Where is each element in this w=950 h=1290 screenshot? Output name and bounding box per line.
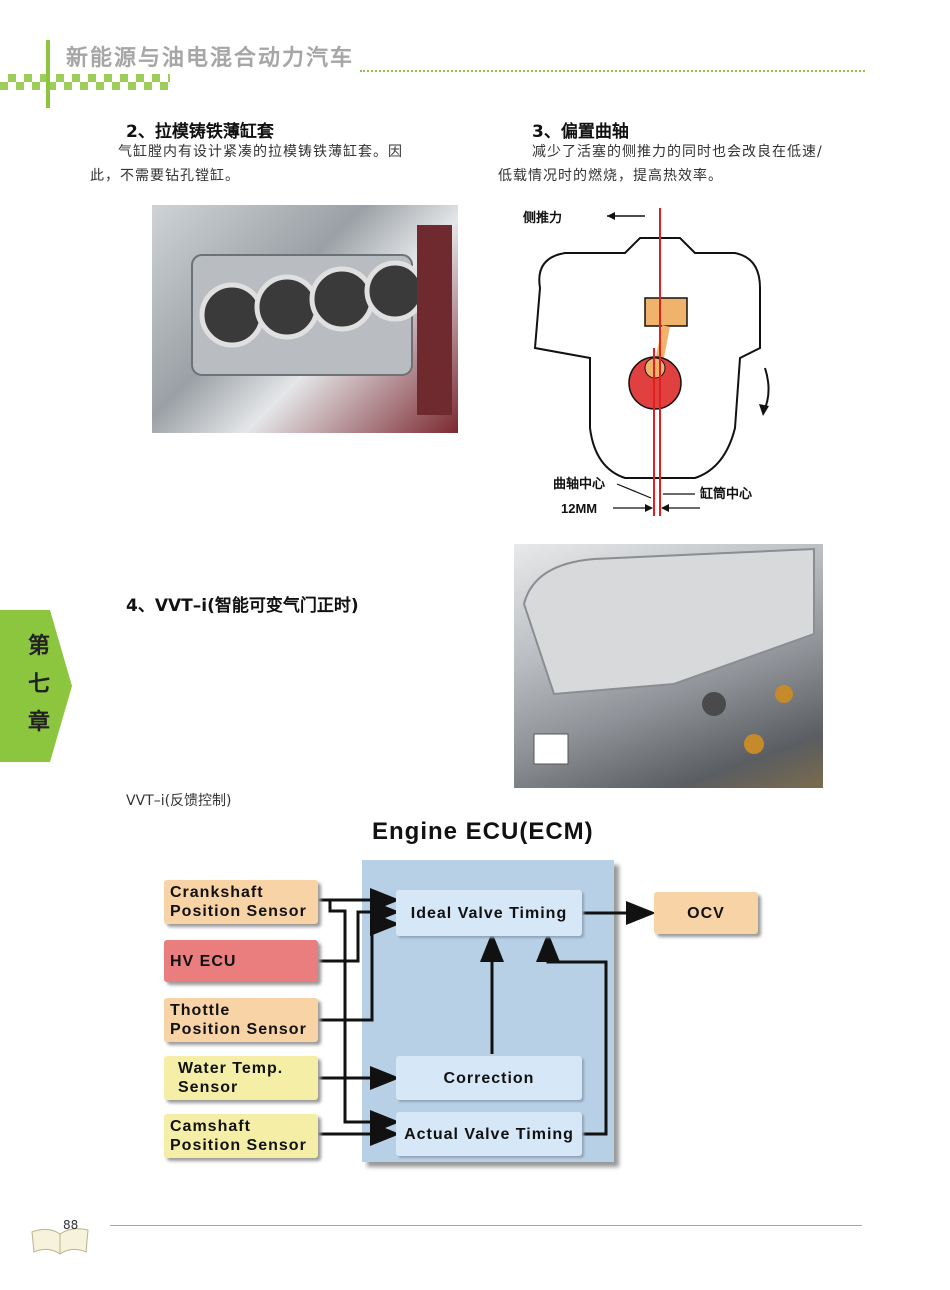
water-temp-sensor-box: Water Temp. Sensor (164, 1056, 318, 1100)
hv-ecu-label: HV ECU (170, 952, 237, 970)
footer-rule (110, 1225, 862, 1226)
section-3-text-line2: 低载情况时的燃烧，提高热效率。 (498, 168, 723, 184)
ocv-label: OCV (687, 904, 725, 922)
book-icon (31, 1228, 89, 1255)
crankshaft-sensor-box: Crankshaft Position Sensor (164, 880, 318, 924)
cylinder-block-photo (152, 205, 458, 433)
header-checker-pattern (0, 74, 170, 90)
ideal-valve-timing-label: Ideal Valve Timing (410, 904, 568, 922)
actual-valve-timing-box: Actual Valve Timing (396, 1112, 582, 1156)
correction-box: Correction (396, 1056, 582, 1100)
camshaft-line2: Position Sensor (170, 1137, 307, 1154)
section-2-text-line1: 气缸膛内有设计紧凑的拉模铸铁薄缸套。因 (118, 144, 403, 160)
offset-label: 12MM (561, 501, 597, 516)
chapter-char-2: 七 (27, 672, 50, 697)
cylinder-bores-illustration (191, 225, 452, 415)
side-thrust-label: 侧推力 (523, 210, 562, 225)
camshaft-line1: Camshaft (170, 1118, 251, 1135)
engine-photo (514, 544, 823, 788)
crankshaft-line1: Crankshaft (170, 884, 264, 901)
actual-valve-timing-label: Actual Valve Timing (404, 1125, 574, 1143)
chapter-char-3: 章 (27, 710, 50, 735)
offset-crankshaft-diagram: 侧推力 曲轴中心 缸筒中心 12MM (523, 208, 770, 516)
section-4-title: 4、VVT–i(智能可变气门正时) (126, 596, 359, 616)
ideal-valve-timing-box: Ideal Valve Timing (396, 890, 582, 936)
crankshaft-line2: Position Sensor (170, 903, 307, 920)
section-2-text-line2: 此，不需要钻孔镗缸。 (90, 168, 240, 184)
chapter-char-1: 第 (27, 634, 50, 659)
book-title: 新能源与油电混合动力汽车 (66, 46, 355, 71)
header-dotted-rule (360, 70, 865, 72)
ocv-box: OCV (654, 892, 758, 934)
section-3-text-line1: 减少了活塞的侧推力的同时也会改良在低速/ (532, 144, 823, 160)
water-line2: Sensor (178, 1079, 239, 1096)
hv-ecu-box: HV ECU (164, 940, 318, 982)
throttle-line2: Position Sensor (170, 1021, 307, 1038)
section-2-title: 2、拉模铸铁薄缸套 (126, 122, 274, 142)
engine-illustration (522, 547, 815, 765)
throttle-sensor-box: Thottle Position Sensor (164, 998, 318, 1042)
throttle-line1: Thottle (170, 1002, 231, 1019)
camshaft-sensor-box: Camshaft Position Sensor (164, 1114, 318, 1158)
ecu-title: Engine ECU(ECM) (372, 818, 594, 845)
page-number: 88 (63, 1218, 79, 1232)
water-line1: Water Temp. (178, 1060, 284, 1077)
crank-center-label: 曲轴中心 (553, 476, 605, 491)
diagram-caption: VVT–i(反馈控制) (126, 793, 232, 809)
cylinder-center-label: 缸筒中心 (699, 486, 752, 501)
chapter-label: 第 七 章 (22, 628, 56, 742)
correction-label: Correction (443, 1069, 535, 1087)
section-3-title: 3、偏置曲轴 (532, 122, 629, 142)
chapter-tab (0, 610, 72, 762)
